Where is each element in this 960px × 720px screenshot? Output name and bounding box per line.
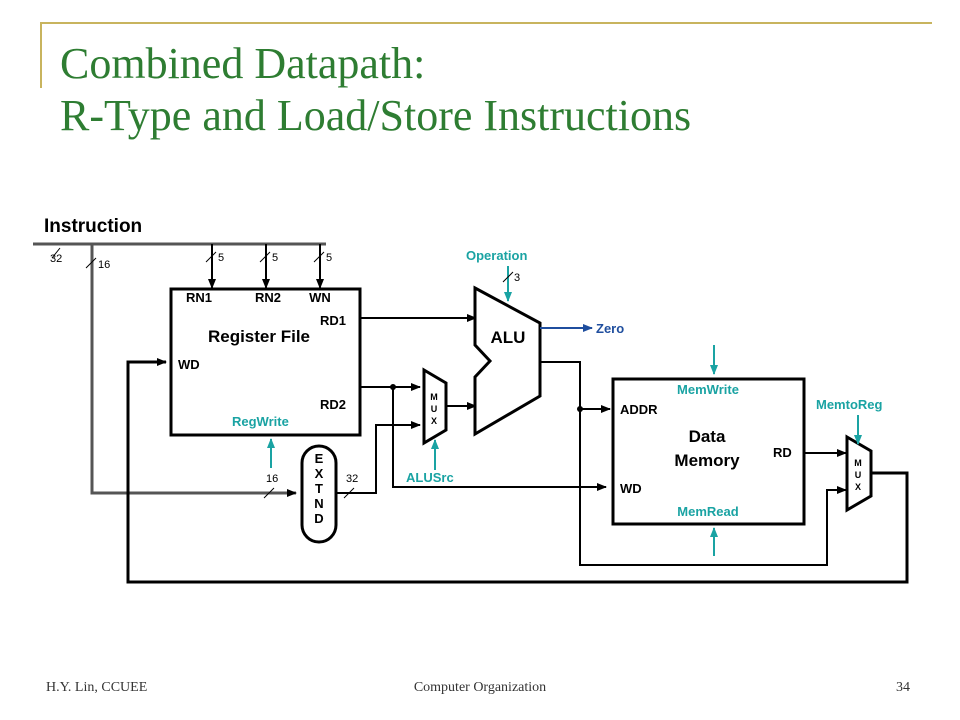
page-number: 34 xyxy=(896,680,910,695)
imm-width-label: 16 xyxy=(98,259,110,271)
regwrite-label: RegWrite xyxy=(232,414,289,429)
frame-top-rule xyxy=(40,22,932,24)
rd1-label: RD1 xyxy=(320,313,346,328)
addr-label: ADDR xyxy=(620,402,658,417)
footer-author: H.Y. Lin, CCUEE xyxy=(46,680,148,695)
register-select-lines: 5 5 5 xyxy=(205,244,332,289)
register-file: RN1 RN2 WN RD1 Register File WD RD2 RegW… xyxy=(169,287,362,437)
rn2-label: RN2 xyxy=(255,290,281,305)
memtoreg-label: MemtoReg xyxy=(816,397,883,412)
sign-extend-unit: E X T N D xyxy=(300,444,338,544)
instruction-bus: Instruction 32 xyxy=(33,216,326,265)
memtoreg-mux-letter-u: U xyxy=(855,470,862,480)
instr-width-label: 32 xyxy=(50,253,62,265)
footer-course: Computer Organization xyxy=(413,680,547,695)
rn1-width-label: 5 xyxy=(218,252,224,264)
alusrc-mux-letter-u: U xyxy=(431,404,438,414)
extend-letter-e: E xyxy=(315,451,324,466)
rn1-label: RN1 xyxy=(186,290,212,305)
data-memory-name-line2: Memory xyxy=(674,451,740,470)
rd2-junction xyxy=(390,384,396,390)
alu-to-addr-wire xyxy=(540,361,611,413)
writeback-to-wd-wire xyxy=(126,358,909,584)
op-width-label: 3 xyxy=(514,272,520,284)
frame-left-rule xyxy=(40,22,42,88)
memory-rd-label: RD xyxy=(773,445,792,460)
extend-letter-d: D xyxy=(314,511,323,526)
memtoreg-mux-letter-x: X xyxy=(855,482,861,492)
rd2-to-memory-wd-wire xyxy=(392,387,607,491)
zero-label: Zero xyxy=(596,321,624,336)
ext-out-width-label: 32 xyxy=(346,473,358,485)
operation-label: Operation xyxy=(466,248,527,263)
data-memory: MemWrite ADDR Data Memory RD WD MemRead xyxy=(611,377,806,526)
alu-to-memtoreg-mux-wire xyxy=(579,409,847,566)
register-file-name: Register File xyxy=(208,327,310,346)
rd2-label: RD2 xyxy=(320,397,346,412)
ext-in-width-label: 16 xyxy=(266,473,278,485)
alu-result-junction xyxy=(577,406,583,412)
slide-title: Combined Datapath: R-Type and Load/Store… xyxy=(60,38,691,142)
title-line-1: Combined Datapath: xyxy=(60,39,426,88)
extend-to-mux-wire xyxy=(336,421,421,494)
rn2-width-label: 5 xyxy=(272,252,278,264)
extend-letter-t: T xyxy=(315,481,323,496)
extend-letter-n: N xyxy=(314,496,323,511)
extend-letter-x: X xyxy=(315,466,324,481)
memread-label: MemRead xyxy=(677,504,738,519)
memwrite-label: MemWrite xyxy=(677,382,739,397)
instruction-label: Instruction xyxy=(44,216,142,237)
alu-name: ALU xyxy=(491,328,526,347)
memtoreg-mux: M U X xyxy=(845,434,873,513)
alusrc-mux-letter-x: X xyxy=(431,416,437,426)
wd-label: WD xyxy=(178,357,200,372)
immediate-path: 16 16 xyxy=(85,244,297,499)
alu: ALU xyxy=(473,285,542,437)
alusrc-mux: M U X xyxy=(422,367,448,446)
wn-label: WN xyxy=(309,290,331,305)
data-memory-name-line1: Data xyxy=(689,427,726,446)
wn-width-label: 5 xyxy=(326,252,332,264)
title-line-2: R-Type and Load/Store Instructions xyxy=(60,91,692,140)
alusrc-mux-letter-m: M xyxy=(430,392,438,402)
alusrc-label: ALUSrc xyxy=(406,470,454,485)
memory-wd-label: WD xyxy=(620,481,642,496)
memtoreg-mux-letter-m: M xyxy=(854,458,862,468)
